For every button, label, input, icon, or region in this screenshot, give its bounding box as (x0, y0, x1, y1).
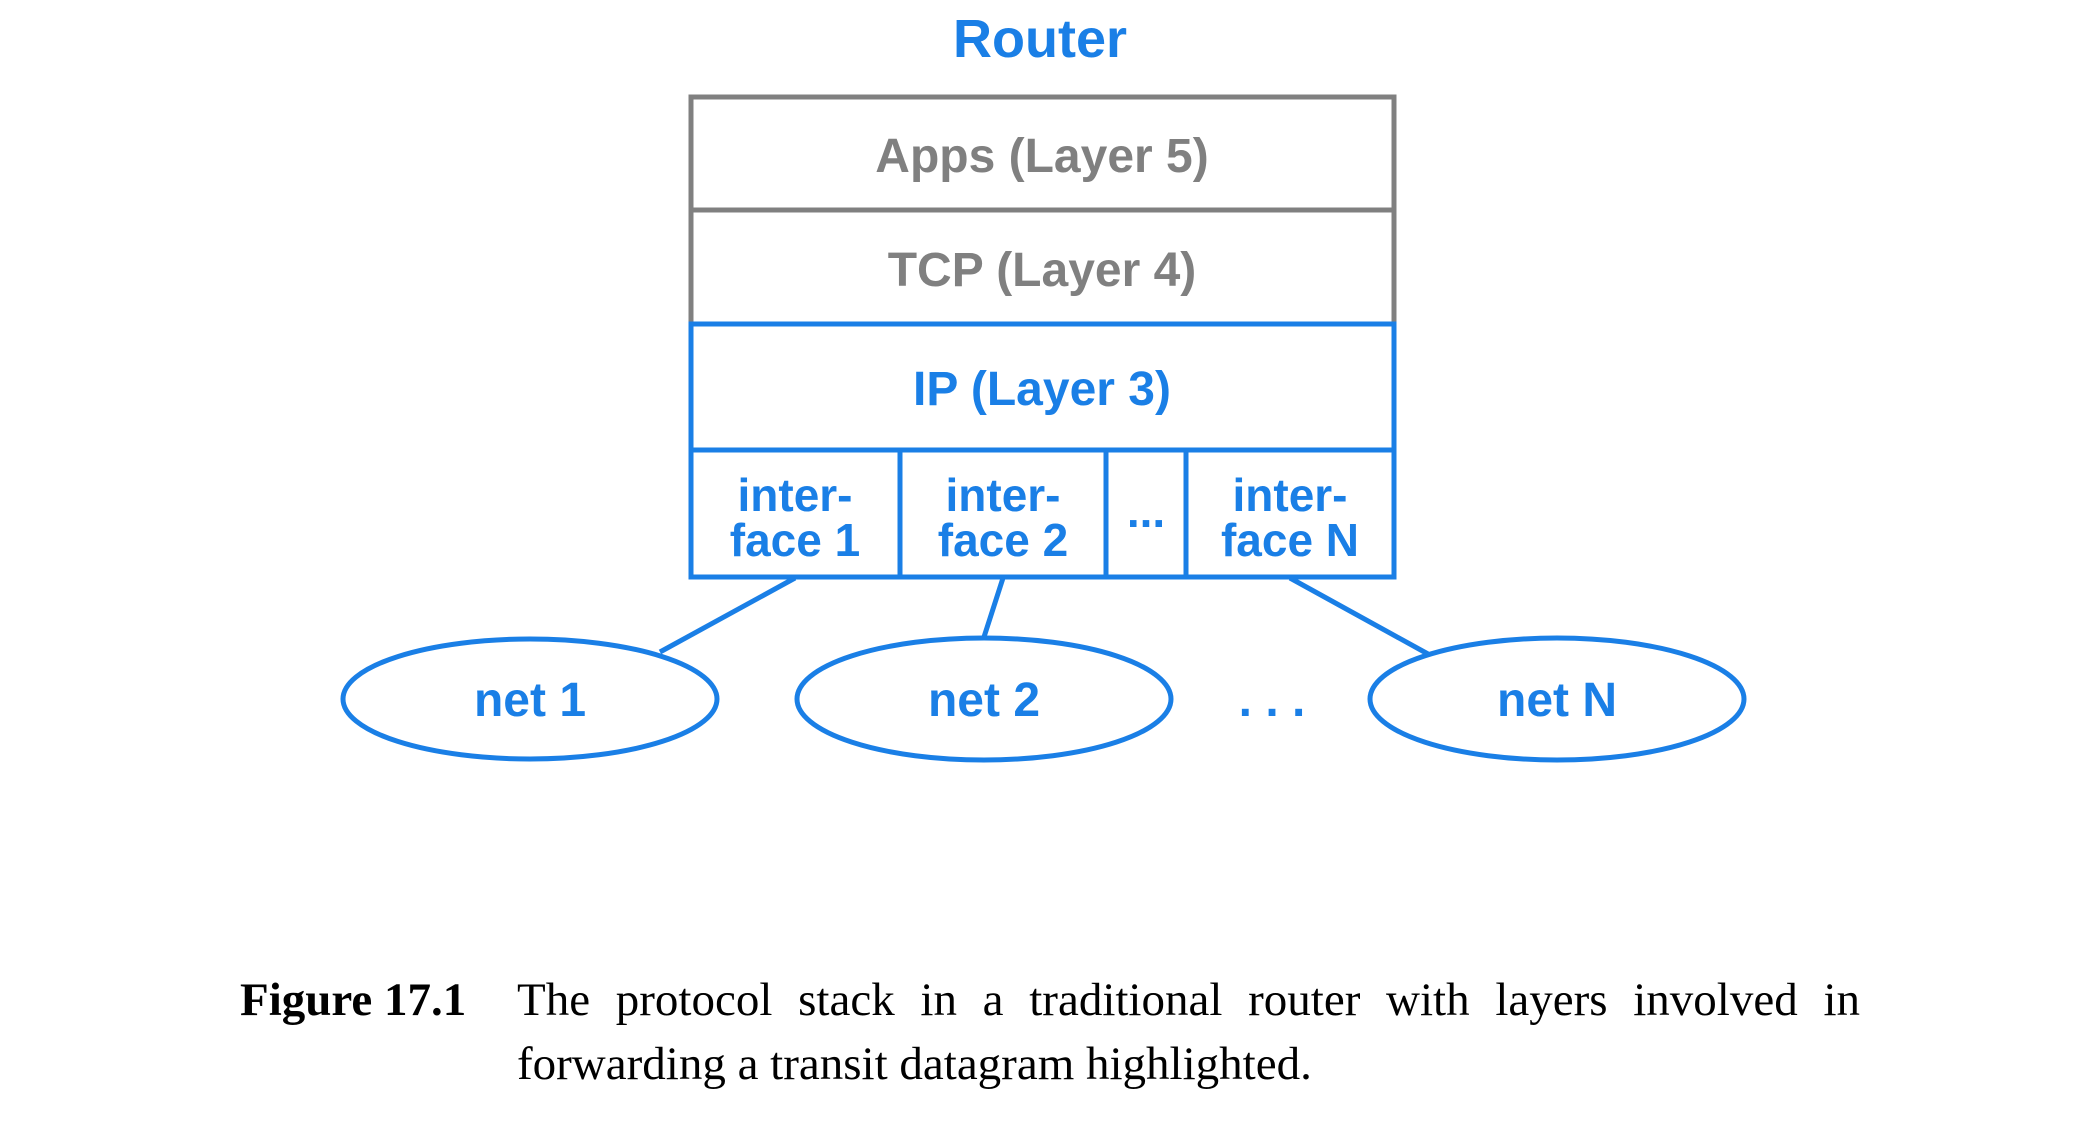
interface-2-cell: inter- face 2 (938, 469, 1068, 566)
net-1-label: net 1 (474, 674, 586, 727)
figure-caption-label: Figure 17.1 (240, 974, 467, 1026)
net-2-label: net 2 (928, 674, 1040, 727)
interface-1-cell: inter- face 1 (730, 469, 860, 566)
networks-ellipsis: . . . (1239, 674, 1306, 727)
interface-n-label-line1: inter- (1233, 469, 1348, 521)
interface-2-label-line1: inter- (946, 469, 1061, 521)
net-n-label: net N (1497, 674, 1617, 727)
router-title: Router (953, 9, 1127, 69)
interface-2-label-line2: face 2 (938, 514, 1068, 566)
connector-interface-2-net-2 (981, 577, 1006, 638)
interfaces-row-box (688, 447, 1397, 580)
net-1-ellipse (340, 636, 720, 762)
net-2-ellipse (794, 635, 1174, 763)
interface-ellipsis: ... (1127, 485, 1165, 537)
interface-1-label-line1: inter- (738, 469, 853, 521)
figure-caption-text: The protocol stack in a traditional rout… (517, 974, 1860, 1090)
connector-interface-n-net-n (1288, 575, 1430, 657)
figure-caption: Figure 17.1 The protocol stack in a trad… (240, 968, 1860, 1096)
interface-1-label-line2: face 1 (730, 514, 860, 566)
connector-interface-1-net-1 (658, 575, 797, 655)
tcp-layer-label: TCP (Layer 4) (888, 244, 1197, 297)
apps-layer-label: Apps (Layer 5) (875, 130, 1208, 183)
ip-layer-label: IP (Layer 3) (913, 363, 1171, 416)
interface-n-label-line2: face N (1221, 514, 1359, 566)
interface-n-cell: inter- face N (1221, 469, 1359, 566)
net-n-ellipse (1367, 635, 1747, 763)
